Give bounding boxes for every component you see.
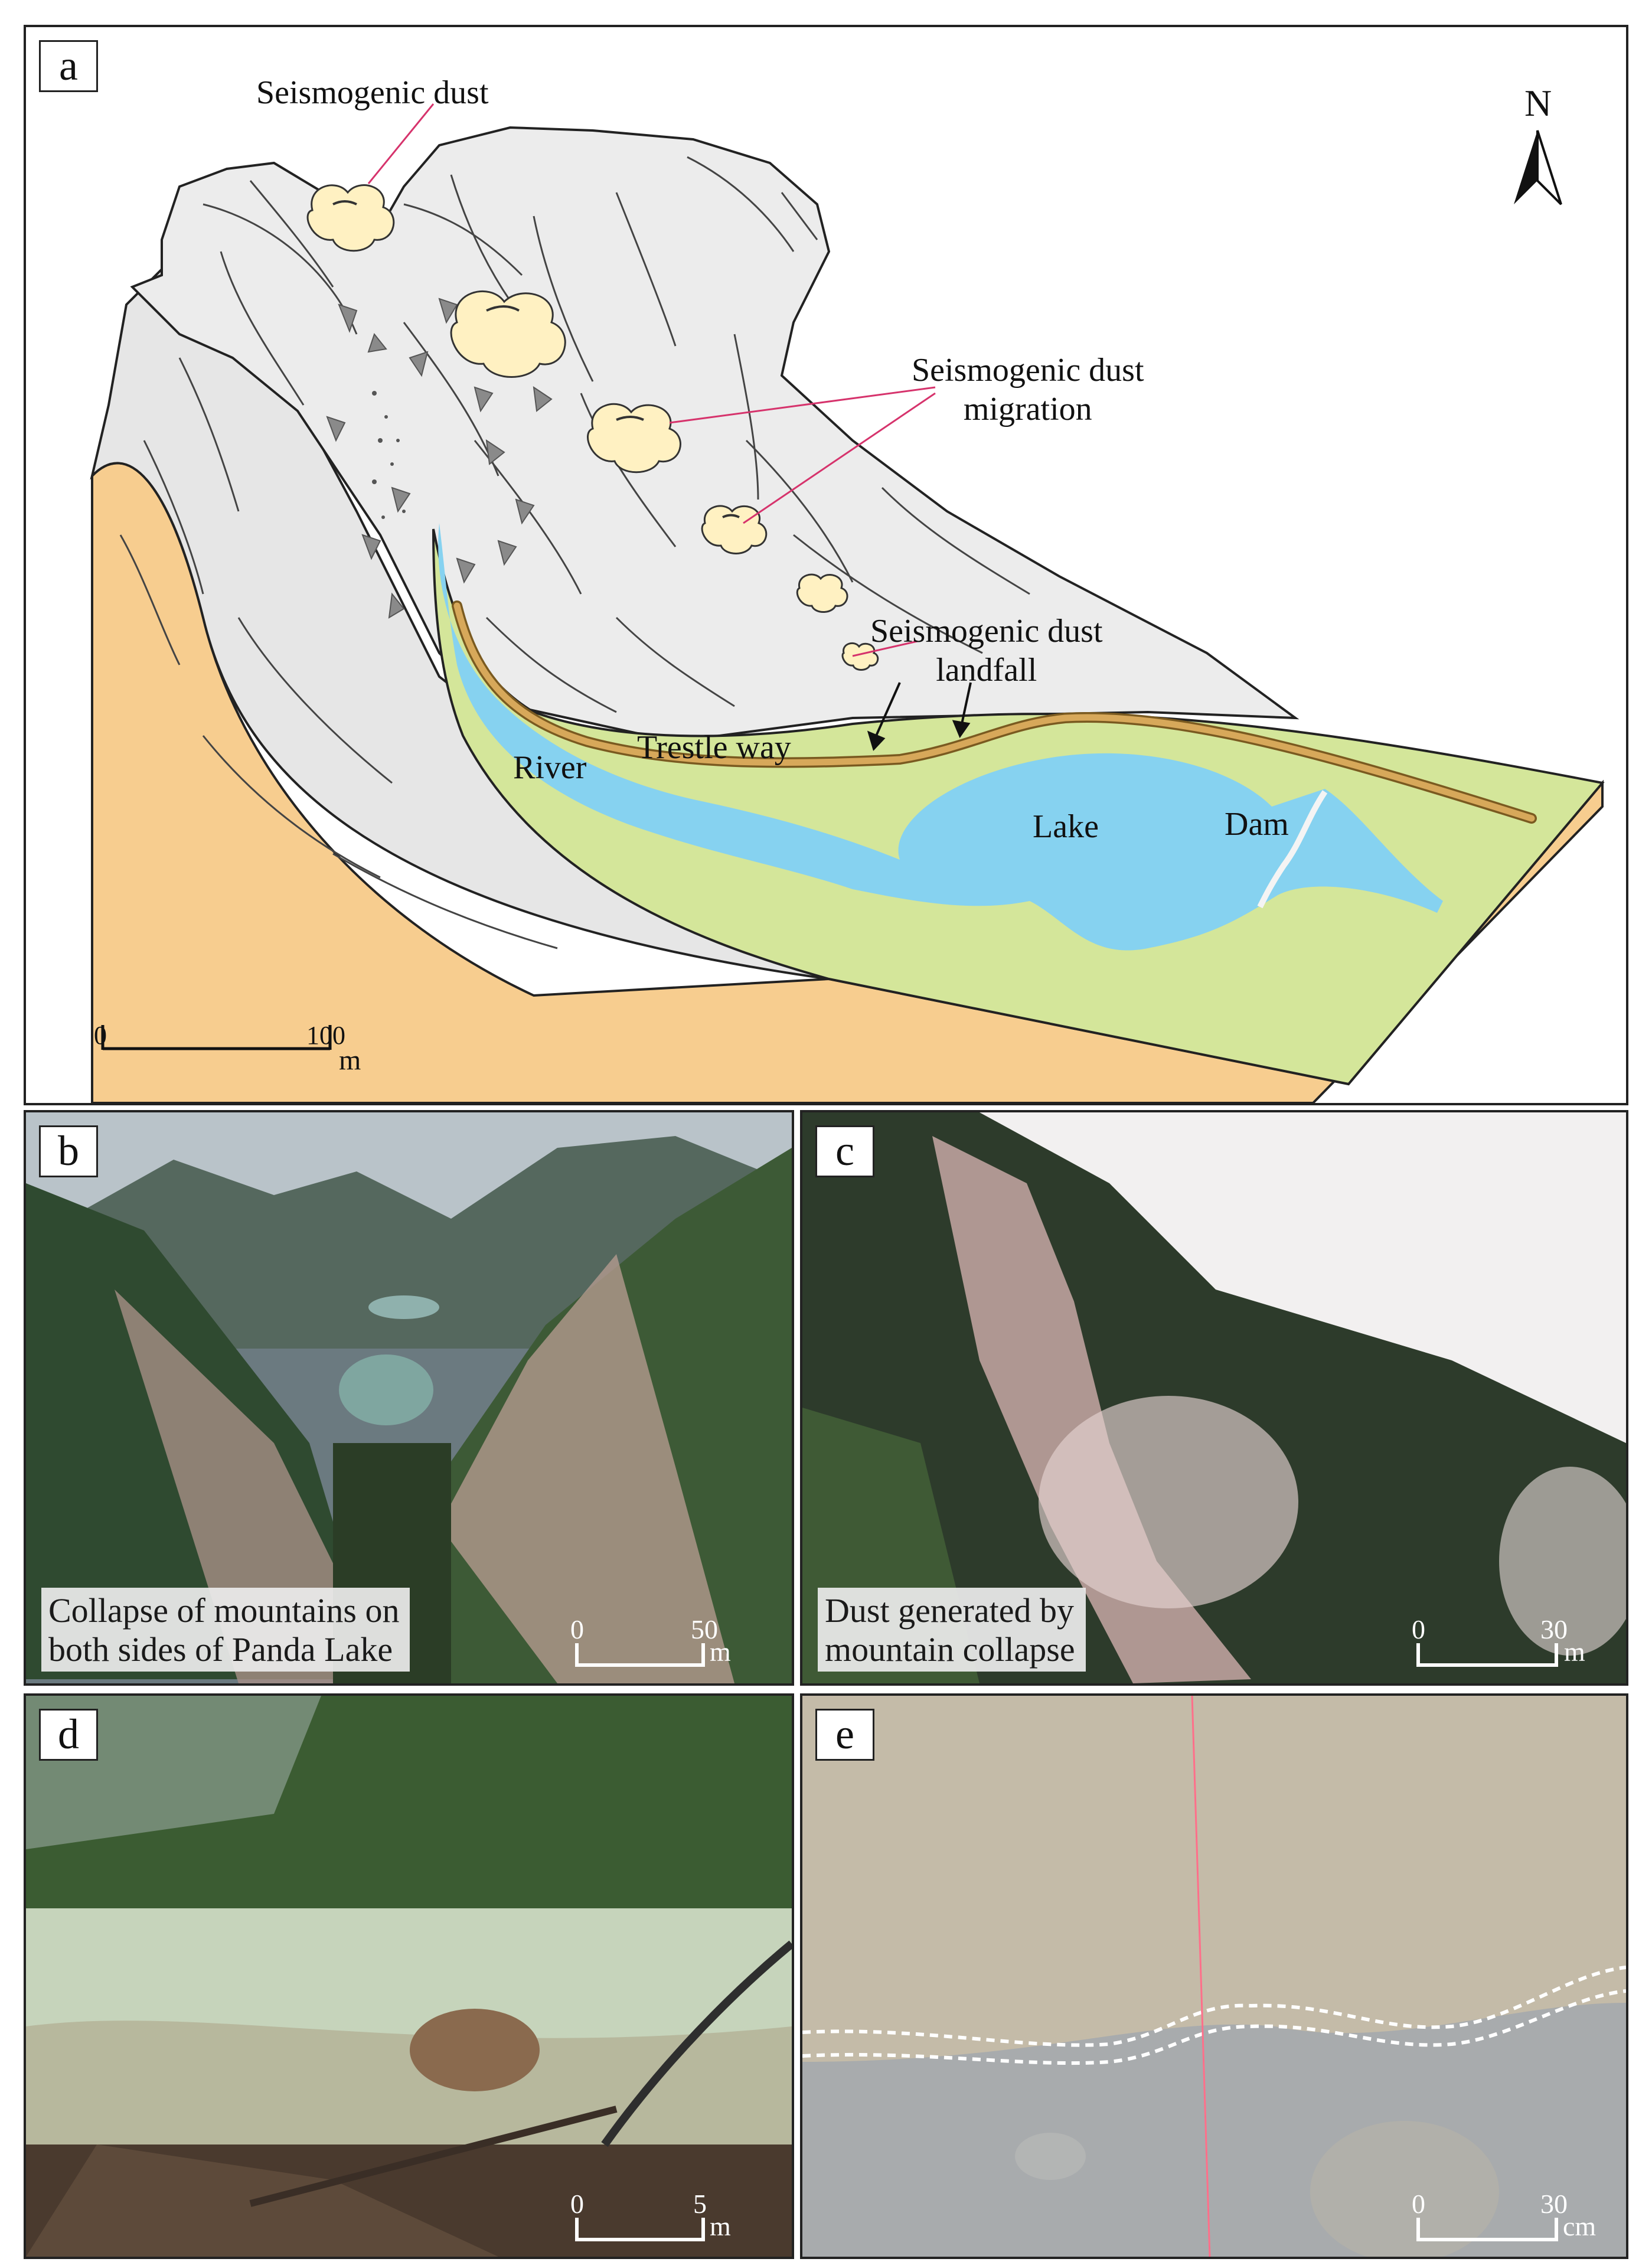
caption-c: Dust generated by mountain collapse bbox=[818, 1588, 1086, 1672]
dust-cloud-2 bbox=[450, 290, 566, 378]
panel-letter-a: a bbox=[39, 40, 98, 92]
dust-layer-outcrop-photo bbox=[802, 1696, 1626, 2257]
panel-e-photo: e 0 30 cm bbox=[800, 1693, 1628, 2259]
landfall-arrows bbox=[867, 682, 972, 751]
scale-bar-d: 0 5 m bbox=[570, 2189, 731, 2241]
label-dust-migration: Seismogenic dust migration bbox=[912, 352, 1144, 427]
scale-a-unit: m bbox=[339, 1044, 361, 1076]
label-dust-landfall: Seismogenic dust landfall bbox=[870, 613, 1103, 688]
rock-fragments bbox=[326, 298, 553, 619]
damaged-trestle-photo bbox=[26, 1696, 792, 2257]
north-arrow-icon bbox=[1514, 130, 1562, 205]
label-trestle-way: Trestle way bbox=[637, 729, 791, 766]
panel-letter-b: b bbox=[39, 1125, 98, 1177]
label-seismogenic-dust: Seismogenic dust bbox=[256, 74, 489, 111]
dust-cloud-3 bbox=[587, 403, 681, 474]
dust-cloud-6 bbox=[841, 642, 879, 671]
scale-bar-b: 0 50 m bbox=[570, 1614, 731, 1667]
panel-c-photo: c Dust generated by mountain collapse 0 … bbox=[800, 1110, 1628, 1686]
scale-bar-e: 0 30 cm bbox=[1412, 2189, 1597, 2241]
dust-layer-lower-boundary bbox=[802, 1989, 1626, 2065]
scale-a-end: 100 bbox=[306, 1021, 345, 1050]
panel-d-photo: d 0 5 m bbox=[24, 1693, 794, 2259]
panel-letter-c: c bbox=[815, 1125, 874, 1177]
landscape-diagram bbox=[90, 103, 1605, 1103]
panel-letter-d: d bbox=[39, 1709, 98, 1761]
mountain-left-face bbox=[90, 267, 834, 981]
scale-a-start: 0 bbox=[94, 1021, 107, 1050]
panel-a-schematic: a Seismogenic dust Seismogenic dust migr… bbox=[24, 25, 1628, 1105]
label-lake: Lake bbox=[1033, 808, 1099, 845]
dust-cloud-1 bbox=[306, 184, 395, 252]
north-label: N bbox=[1524, 82, 1552, 124]
panel-letter-e: e bbox=[815, 1709, 874, 1761]
scale-bar-c: 0 30 m bbox=[1412, 1614, 1585, 1667]
pointer-lines bbox=[367, 103, 936, 657]
dust-layer-upper-boundary bbox=[802, 1966, 1626, 2047]
caption-b: Collapse of mountains on both sides of P… bbox=[41, 1588, 410, 1672]
river bbox=[438, 523, 1444, 951]
scale-bar-a bbox=[101, 1025, 332, 1050]
label-dam: Dam bbox=[1225, 806, 1289, 843]
label-river: River bbox=[513, 749, 587, 786]
panel-b-photo: b Collapse of mountains on both sides of… bbox=[24, 1110, 794, 1686]
dust-clouds bbox=[306, 184, 879, 671]
dam bbox=[1257, 790, 1328, 909]
dust-cloud-5 bbox=[796, 573, 848, 613]
